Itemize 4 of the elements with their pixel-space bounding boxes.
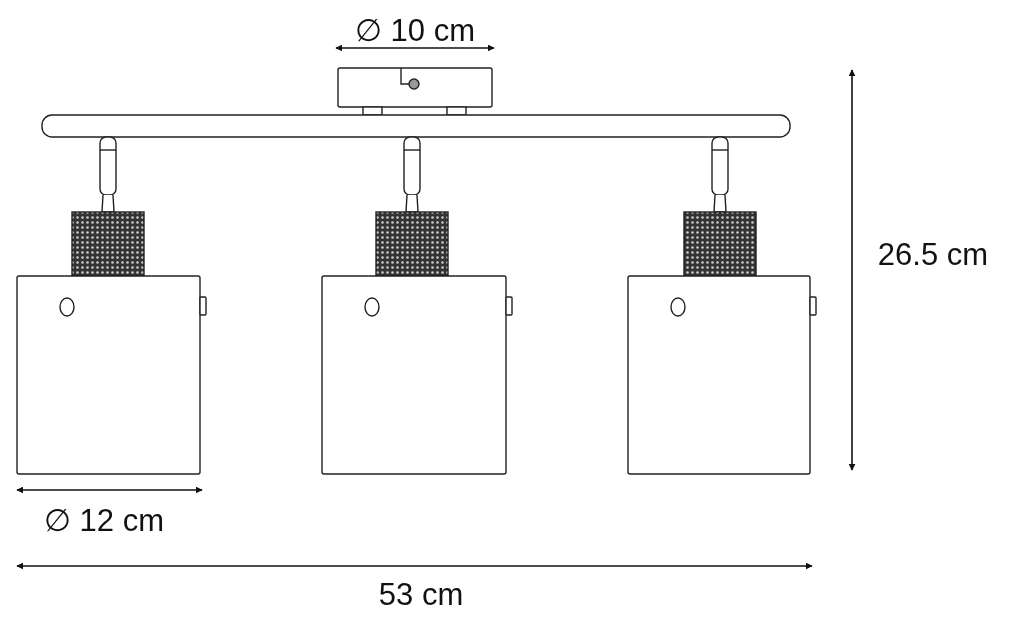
dimension-label: 53 cm (378, 578, 464, 610)
dimension-label: 26.5 cm (877, 238, 989, 270)
dimension-label: ∅ 10 cm (355, 14, 475, 46)
dimension-label: ∅ 12 cm (44, 504, 164, 536)
